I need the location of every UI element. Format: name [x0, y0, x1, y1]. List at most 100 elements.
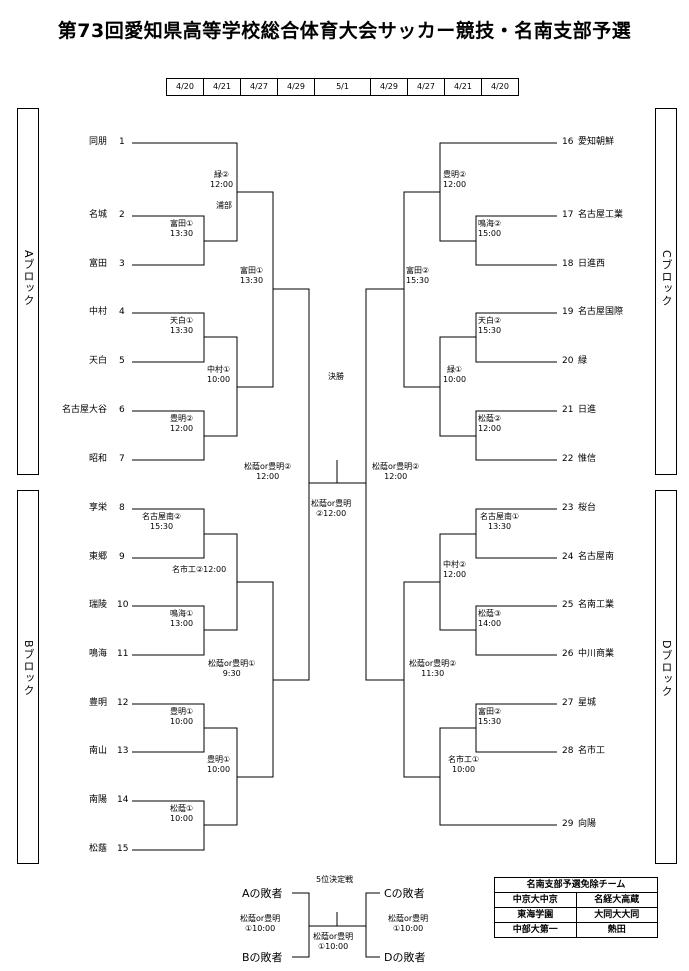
team-name: 星城 — [578, 698, 597, 708]
team-name: 同朋 — [88, 137, 107, 147]
date-cell: 4/20 — [167, 79, 204, 95]
match-label: 松蔭② 12:00 — [478, 414, 502, 433]
team-name: 桜台 — [578, 503, 597, 513]
team-name: 昭和 — [88, 454, 107, 464]
table-cell: 名経大高蔵 — [594, 895, 640, 905]
team-seed: 11 — [117, 649, 129, 659]
date-cell: 4/27 — [408, 79, 445, 95]
team-name: 瑞陵 — [88, 600, 107, 610]
date-cell: 4/29 — [371, 79, 408, 95]
team-seed: 20 — [562, 356, 574, 366]
date-cell: 4/21 — [204, 79, 241, 95]
date-cell: 4/29 — [278, 79, 315, 95]
team-name: 名南工業 — [578, 600, 615, 610]
fifth-place-label: 5位決定戦 — [316, 875, 354, 884]
match-label: 名市工① 10:00 — [448, 755, 480, 774]
team-seed: 26 — [562, 649, 574, 659]
match-label: 豊明① 10:00 — [170, 707, 194, 726]
team-seed: 8 — [119, 503, 125, 513]
team-seed: 22 — [562, 454, 574, 464]
team-seed: 15 — [117, 844, 129, 854]
team-name: 名城 — [88, 210, 107, 220]
match-label: 天白② 15:30 — [478, 316, 502, 335]
team-name: 名古屋工業 — [578, 210, 624, 220]
fifth-match-label: 松蔭or豊明 ①10:00 — [388, 914, 429, 933]
team-seed: 19 — [562, 307, 574, 317]
team-seed: 14 — [117, 795, 129, 805]
team-seed: 12 — [117, 698, 129, 708]
team-name: 享栄 — [88, 503, 107, 513]
block-b-label: Bブロック — [22, 640, 35, 697]
fifth-match-label: 松蔭or豊明 ①10:00 — [313, 932, 354, 951]
team-seed: 18 — [562, 259, 574, 269]
team-name: 名古屋国際 — [578, 307, 624, 317]
match-label: 名古屋南① 13:30 — [480, 512, 520, 531]
team-name: 中川商業 — [578, 649, 615, 659]
block-c-label: Cブロック — [660, 250, 673, 307]
table-cell: 大同大大同 — [594, 910, 640, 920]
match-label: 富田① 13:30 — [170, 219, 194, 238]
team-name: 天白 — [88, 356, 107, 366]
match-label: 松蔭or豊明① 9:30 — [208, 659, 256, 678]
team-seed: 4 — [119, 307, 125, 317]
team-name: 日進 — [578, 405, 597, 415]
match-label: 松蔭or豊明② 12:00 — [372, 462, 420, 481]
match-label: 松蔭or豊明② 11:30 — [409, 659, 457, 678]
team-name: 中村 — [88, 307, 107, 317]
date-cell: 4/27 — [241, 79, 278, 95]
date-header-row: 4/20 4/21 4/27 4/29 5/1 4/29 4/27 4/21 4… — [166, 78, 519, 96]
match-label: 鳴海① 13:00 — [170, 609, 194, 628]
team-name: 惟信 — [578, 454, 597, 464]
team-name: 豊明 — [88, 698, 107, 708]
match-label: 天白① 13:30 — [170, 316, 194, 335]
block-d-box — [655, 490, 677, 864]
match-label: 緑① 10:00 — [443, 365, 467, 384]
team-seed: 13 — [117, 746, 129, 756]
team-name: 松蔭 — [88, 844, 107, 854]
match-label: 富田② 15:30 — [406, 266, 430, 285]
table-row: 中部大第一 熱田 — [495, 923, 657, 937]
team-name: 名市工 — [578, 746, 606, 756]
page-title: 第73回愛知県高等学校総合体育大会サッカー競技・名南支部予選 — [57, 20, 632, 42]
loser-d: Dの敗者 — [384, 951, 426, 964]
table-row: 中京大中京 名経大高蔵 — [495, 893, 657, 908]
match-label: 富田② 15:30 — [478, 707, 502, 726]
team-name: 日進西 — [578, 259, 606, 269]
match-label: 緑② 12:00 — [210, 170, 234, 189]
team-name: 南山 — [88, 746, 107, 756]
team-seed: 2 — [119, 210, 125, 220]
table-row: 東海学園 大同大大同 — [495, 908, 657, 923]
table-cell: 中京大中京 — [495, 893, 577, 907]
match-label: 中村① 10:00 — [207, 365, 231, 384]
team-name: 愛知朝鮮 — [578, 137, 615, 147]
team-seed: 23 — [562, 503, 574, 513]
match-label: 豊明② 12:00 — [170, 414, 194, 433]
block-b-box — [17, 490, 39, 864]
match-label: 松蔭or豊明② 12:00 — [244, 462, 292, 481]
table-cell: 東海学園 — [495, 908, 577, 922]
team-seed: 21 — [562, 405, 574, 415]
table-cell: 熱田 — [607, 925, 626, 935]
team-name: 名古屋南 — [578, 552, 615, 562]
team-name: 鳴海 — [88, 649, 107, 659]
match-label: 浦部 — [216, 201, 232, 210]
team-name: 名古屋大谷 — [61, 405, 107, 415]
team-seed: 29 — [562, 819, 574, 829]
team-seed: 7 — [119, 454, 125, 464]
team-seed: 9 — [119, 552, 125, 562]
match-label: 名古屋南② 15:30 — [142, 512, 182, 531]
loser-a: Aの敗者 — [242, 887, 283, 900]
match-label: 豊明① 10:00 — [207, 755, 231, 774]
loser-c: Cの敗者 — [384, 887, 425, 900]
match-label: 松蔭③ 14:00 — [478, 609, 502, 628]
team-seed: 10 — [117, 600, 129, 610]
team-seed: 1 — [119, 137, 125, 147]
table-cell: 中部大第一 — [495, 923, 577, 937]
team-name: 緑 — [578, 356, 588, 366]
match-label: 豊明② 12:00 — [443, 170, 467, 189]
block-c-box — [655, 108, 677, 475]
match-label: 富田① 13:30 — [240, 266, 264, 285]
team-seed: 17 — [562, 210, 574, 220]
date-cell: 4/20 — [491, 82, 509, 91]
